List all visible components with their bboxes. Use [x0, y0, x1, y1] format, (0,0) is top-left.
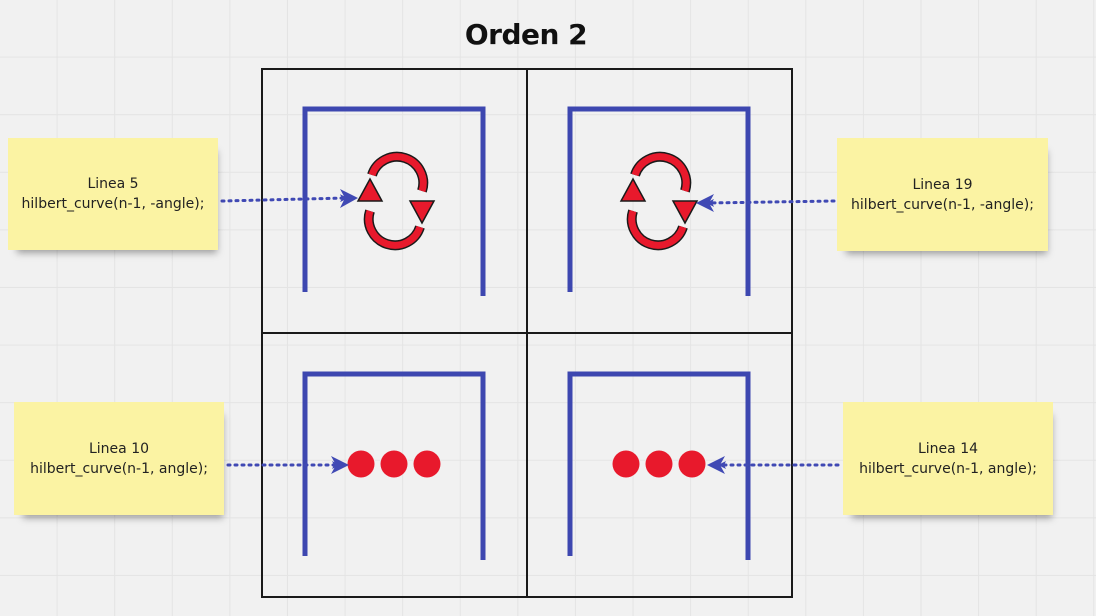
note-code: hilbert_curve(n-1, angle);	[30, 460, 208, 477]
ellipsis-dots-icon	[612, 450, 706, 478]
note-code: hilbert_curve(n-1, angle);	[859, 460, 1037, 477]
curve-bottom-right	[567, 371, 751, 560]
arrow-head-icon	[340, 189, 358, 208]
quadrant-grid	[261, 68, 793, 598]
curve-top-left	[302, 106, 486, 296]
arrow-head-icon	[331, 456, 349, 474]
sticky-note-linea-10[interactable]: Linea 10 hilbert_curve(n-1, angle);	[14, 402, 224, 515]
note-line-number: Linea 14	[917, 440, 979, 457]
rotate-icon	[621, 157, 697, 245]
rotate-icon	[358, 157, 434, 245]
sticky-note-linea-19[interactable]: Linea 19 hilbert_curve(n-1, -angle);	[837, 138, 1048, 251]
arrow-head-icon	[707, 456, 725, 474]
sticky-note-linea-5[interactable]: Linea 5 hilbert_curve(n-1, -angle);	[8, 138, 218, 250]
arrow-linea-19	[706, 198, 836, 207]
note-code: hilbert_curve(n-1, -angle);	[21, 196, 205, 212]
note-line-number: Linea 19	[912, 176, 973, 193]
note-line-number: Linea 5	[87, 176, 139, 192]
arrow-linea-5	[220, 194, 348, 203]
note-line-number: Linea 10	[88, 440, 150, 457]
note-code: hilbert_curve(n-1, -angle);	[851, 196, 1034, 213]
arrow-head-icon	[696, 194, 714, 212]
sticky-note-linea-14[interactable]: Linea 14 hilbert_curve(n-1, angle);	[843, 402, 1053, 515]
ellipsis-dots-icon	[347, 450, 441, 478]
diagram-title: Orden 2	[464, 18, 588, 51]
